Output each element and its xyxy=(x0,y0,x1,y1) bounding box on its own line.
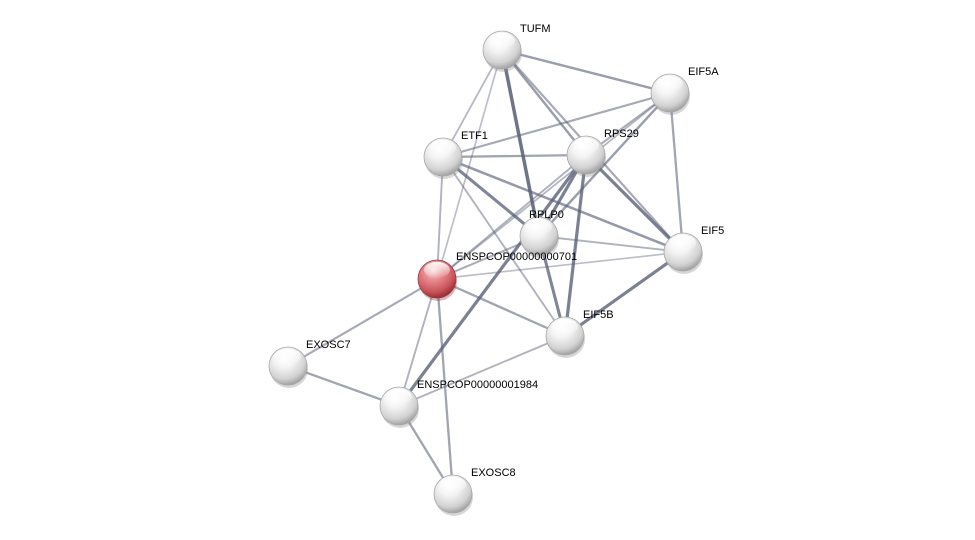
edge-etf1-rps29[interactable] xyxy=(441,153,588,159)
edge-rplp0-eif5[interactable] xyxy=(538,235,684,253)
node-gloss xyxy=(670,234,696,251)
node-gloss xyxy=(552,318,578,335)
node-eif5[interactable] xyxy=(663,232,703,274)
node-q701[interactable] xyxy=(417,259,457,301)
edge-eif5-q701[interactable] xyxy=(436,251,684,280)
edge-rps29-q701[interactable] xyxy=(436,154,587,280)
node-label-rplp0: RPLP0 xyxy=(529,209,564,221)
edge-eif5a-etf1[interactable] xyxy=(441,91,672,159)
node-rplp0[interactable] xyxy=(519,216,559,258)
edge-rps29-eif5b[interactable] xyxy=(563,153,588,338)
node-label-exosc7: EXOSC7 xyxy=(306,339,351,351)
edge-rps29-q1984[interactable] xyxy=(397,153,588,408)
node-rps29[interactable] xyxy=(566,135,606,177)
edge-tufm-rplp0[interactable] xyxy=(500,48,541,238)
edge-etf1-q701[interactable] xyxy=(436,156,444,280)
node-gloss xyxy=(573,137,599,154)
nodes-layer: TUFM EIF5A ETF1 RPS29RPLP0EIF5ENSPCOP000000… xyxy=(268,23,724,516)
edge-tufm-eif5a[interactable] xyxy=(500,48,672,95)
node-gloss xyxy=(526,218,552,235)
edge-etf1-eif5[interactable] xyxy=(441,155,685,254)
node-exosc7[interactable] xyxy=(268,346,308,388)
edge-rps29-eif5[interactable] xyxy=(584,153,685,254)
node-eif5a[interactable] xyxy=(650,73,690,115)
node-label-tufm: TUFM xyxy=(520,23,551,35)
edges-layer xyxy=(286,48,685,496)
edge-etf1-eif5b[interactable] xyxy=(442,156,566,337)
edge-eif5a-rplp0[interactable] xyxy=(537,91,672,238)
node-gloss xyxy=(440,476,466,493)
node-gloss xyxy=(657,75,683,92)
node-label-q701: ENSPCOP00000000701 xyxy=(456,251,577,263)
edge-eif5a-eif5[interactable] xyxy=(668,91,685,254)
node-label-eif5b: EIF5B xyxy=(583,309,614,321)
node-eif5b[interactable] xyxy=(545,316,585,358)
edge-q701-q1984[interactable] xyxy=(398,278,438,407)
edge-etf1-rplp0[interactable] xyxy=(441,155,541,238)
node-gloss xyxy=(386,388,412,405)
edge-eif5a-q701[interactable] xyxy=(436,92,671,280)
edge-q701-exosc8[interactable] xyxy=(435,277,455,496)
node-label-etf1: ETF1 xyxy=(461,130,488,142)
node-gloss xyxy=(430,139,456,156)
edge-tufm-etf1[interactable] xyxy=(442,49,503,158)
edge-q701-exosc7[interactable] xyxy=(286,277,439,368)
node-label-eif5a: EIF5A xyxy=(688,66,719,78)
node-gloss xyxy=(489,32,515,49)
node-label-eif5: EIF5 xyxy=(701,225,724,237)
edge-exosc7-q1984[interactable] xyxy=(286,364,401,408)
node-gloss xyxy=(275,348,301,365)
node-label-rps29: RPS29 xyxy=(604,128,639,140)
edge-tufm-rps29[interactable] xyxy=(500,48,588,157)
node-etf1[interactable] xyxy=(423,137,463,179)
node-exosc8[interactable] xyxy=(433,474,473,516)
node-gloss xyxy=(424,261,450,278)
edge-q701-eif5b[interactable] xyxy=(435,277,567,338)
node-label-q1984: ENSPCOP00000001984 xyxy=(417,379,538,391)
edge-tufm-q701[interactable] xyxy=(436,49,503,280)
node-label-exosc8: EXOSC8 xyxy=(471,467,516,479)
node-tufm[interactable] xyxy=(482,30,522,72)
edge-eif5-eif5b[interactable] xyxy=(563,250,685,338)
edge-eif5b-q1984[interactable] xyxy=(398,335,566,407)
node-q1984[interactable] xyxy=(379,386,419,428)
